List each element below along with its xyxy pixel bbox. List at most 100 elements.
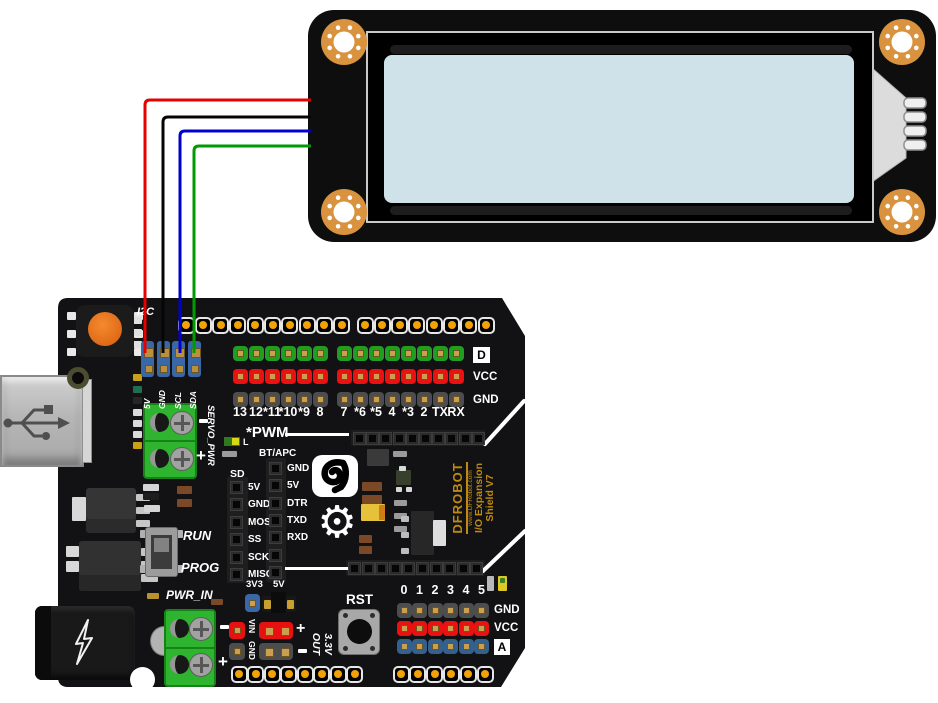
- female-header-socket: [425, 316, 443, 334]
- abus-label-gnd: GND: [494, 604, 520, 616]
- female-header-socket: [298, 316, 316, 334]
- servo-minus: [199, 419, 208, 423]
- btapc-pin-label: DTR: [287, 497, 308, 509]
- reset-button-pad: [134, 312, 143, 320]
- smd-component: [406, 487, 412, 492]
- digital-pin-label: 13: [233, 405, 247, 419]
- digital-bus-pin: [312, 369, 328, 384]
- abus-label-vcc: VCC: [494, 622, 519, 634]
- digital-bus-pin: [400, 369, 416, 384]
- female-header-socket: [229, 316, 247, 334]
- switch-pad: [177, 530, 183, 538]
- digital-bus-pin: [280, 369, 296, 384]
- terminal-screw: [170, 411, 194, 435]
- reset-button-pad: [67, 348, 76, 356]
- digital-pin-label: TX: [432, 405, 448, 419]
- digital-pin-label: *11: [262, 405, 282, 419]
- switch-pad: [177, 565, 183, 573]
- status-led-resistor: [487, 576, 494, 591]
- rst-button-dot: [370, 613, 375, 618]
- sd-pin-label: SCK: [248, 551, 270, 563]
- miso-line: [285, 567, 349, 570]
- i2c-pin-pad: [144, 365, 153, 373]
- sd-pin-label: SS: [248, 534, 262, 546]
- voltage-regulator: [79, 541, 141, 591]
- regulator-pin: [136, 520, 150, 527]
- i2c-pin-label: GND: [157, 390, 167, 409]
- female-header-socket: [212, 316, 230, 334]
- smd-component: [133, 317, 142, 324]
- digital-bus-pin: [296, 369, 312, 384]
- digital-bus-pin: [336, 392, 352, 407]
- female-header-socket: [264, 316, 281, 334]
- female-header-socket: [460, 316, 478, 334]
- sd-label: SD: [230, 468, 245, 480]
- digital-bus-pin: [416, 346, 432, 361]
- smd-component: [133, 341, 142, 348]
- smd-component: [379, 505, 385, 520]
- smd-resistor: [222, 451, 237, 457]
- icsp-socket: [458, 432, 472, 445]
- digital-pin-label: *5: [370, 405, 382, 419]
- jumper-pin-gold: [264, 600, 271, 609]
- analog-pin-label: 5: [478, 583, 485, 597]
- smd-component: [144, 505, 160, 512]
- digital-bus-pin: [368, 346, 384, 361]
- icsp-socket: [361, 562, 375, 575]
- smd-component: [411, 511, 434, 555]
- digital-bus-pin: [264, 392, 280, 407]
- analog-bus-pin: [412, 621, 427, 636]
- header-gold-pad: [265, 627, 274, 636]
- btapc-label: BT/APC: [259, 448, 297, 459]
- i2c-pin-label: SDA: [188, 391, 198, 409]
- terminal-opening: [150, 413, 169, 432]
- lcd-backlight-strip: [390, 45, 852, 54]
- pwr-minus: [220, 625, 229, 629]
- sd-pin: [230, 568, 243, 581]
- mounting-hole-ring: [321, 19, 367, 65]
- header-gold-pad: [281, 648, 290, 657]
- female-header-socket: [194, 316, 212, 334]
- smd-component: [177, 486, 192, 494]
- i2c-pin-pad: [191, 365, 199, 373]
- switch-pad: [140, 565, 146, 573]
- bus-label-vcc: VCC: [473, 371, 498, 383]
- digital-bus-pin: [352, 369, 368, 384]
- btapc-pin-label: 5V: [287, 480, 300, 492]
- reset-button-pad: [134, 348, 143, 356]
- bus-label-gnd: GND: [473, 394, 499, 406]
- icsp-socket: [388, 562, 402, 575]
- i2c-pin-pad: [144, 348, 154, 358]
- i2c-pin-label: 5V: [141, 398, 152, 409]
- digital-pin-label: 12: [249, 405, 263, 419]
- servo-terminal: [143, 403, 197, 479]
- mounting-hole-ring: [879, 189, 925, 235]
- smd-component: [359, 535, 372, 543]
- female-header-socket: [391, 316, 409, 334]
- digital-bus-pin: [448, 369, 464, 384]
- sd-pin-label: 5V: [248, 482, 261, 493]
- l-led-lens: [232, 438, 239, 445]
- i2c-pin-pad: [190, 348, 201, 358]
- digital-bus-pin: [264, 369, 280, 384]
- jumper-5v-label: 5V: [273, 579, 285, 590]
- smd-component: [393, 451, 407, 457]
- i2c-pin-pad: [175, 348, 185, 358]
- digital-bus-pin: [384, 392, 400, 407]
- smd-resistor: [147, 593, 159, 599]
- icsp-socket: [432, 432, 446, 445]
- smd-component: [133, 329, 142, 336]
- female-header-socket: [443, 316, 460, 334]
- female-header-socket: [296, 665, 314, 683]
- prog-label: PROG: [181, 560, 220, 575]
- lcd-connector: [871, 66, 927, 183]
- regulator-pad: [66, 561, 79, 572]
- sd-pin-label: MOSI: [248, 516, 274, 528]
- digital-bus-pin: [336, 369, 352, 384]
- brand-name: DFROBOT: [450, 462, 468, 534]
- terminal-divider: [145, 440, 195, 442]
- smd-component: [133, 397, 142, 404]
- female-header-socket: [177, 316, 195, 334]
- i2c-pin-pad: [175, 365, 184, 373]
